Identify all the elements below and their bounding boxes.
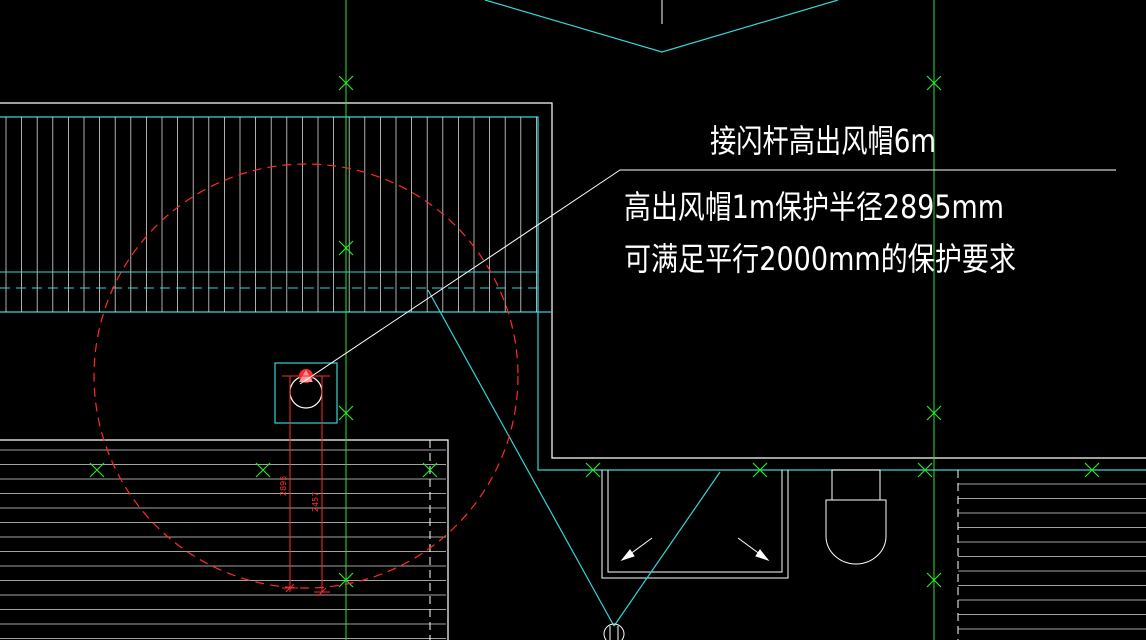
leader-line: [299, 169, 1116, 385]
roof-hatch-vertical: [5, 117, 537, 312]
x-cross-icon: [338, 572, 354, 588]
dimension-offset-label: 2457: [311, 492, 320, 512]
eave-band: [0, 271, 538, 289]
roof-hatch-horizontal-left: [0, 449, 446, 639]
x-cross-icon: [926, 75, 942, 91]
x-cross-icon: [585, 462, 601, 478]
dimension-radius-label: 2895: [279, 476, 288, 496]
drain-symbol: [603, 623, 625, 640]
roof-ridge: [484, 0, 839, 53]
x-cross-icon: [338, 405, 354, 421]
x-cross-icon: [255, 462, 271, 478]
x-cross-icon: [89, 462, 105, 478]
roof-slope-lines: [427, 289, 721, 627]
axis-markers: [89, 75, 1100, 588]
x-cross-icon: [1084, 462, 1100, 478]
roof-hatch-horizontal-right: [958, 483, 1146, 630]
fixture-symbol: [825, 469, 887, 565]
stair-enclosure: [601, 470, 789, 579]
roof-outline: [0, 102, 1146, 640]
x-cross-icon: [926, 572, 942, 588]
annotation-line-2: 可满足平行2000mm的保护要求: [624, 240, 1016, 278]
x-cross-icon: [752, 462, 768, 478]
x-cross-icon: [926, 405, 942, 421]
axis-grid: [345, 0, 935, 640]
annotation-title: 接闪杆高出风帽6m: [710, 122, 936, 160]
x-cross-icon: [338, 75, 354, 91]
annotation-line-1: 高出风帽1m保护半径2895mm: [624, 188, 1004, 226]
x-cross-icon: [422, 462, 438, 478]
x-cross-icon: [917, 462, 933, 478]
x-cross-icon: [338, 240, 354, 256]
protection-radius-circle: [93, 163, 519, 589]
dimension-lines: [282, 375, 330, 597]
